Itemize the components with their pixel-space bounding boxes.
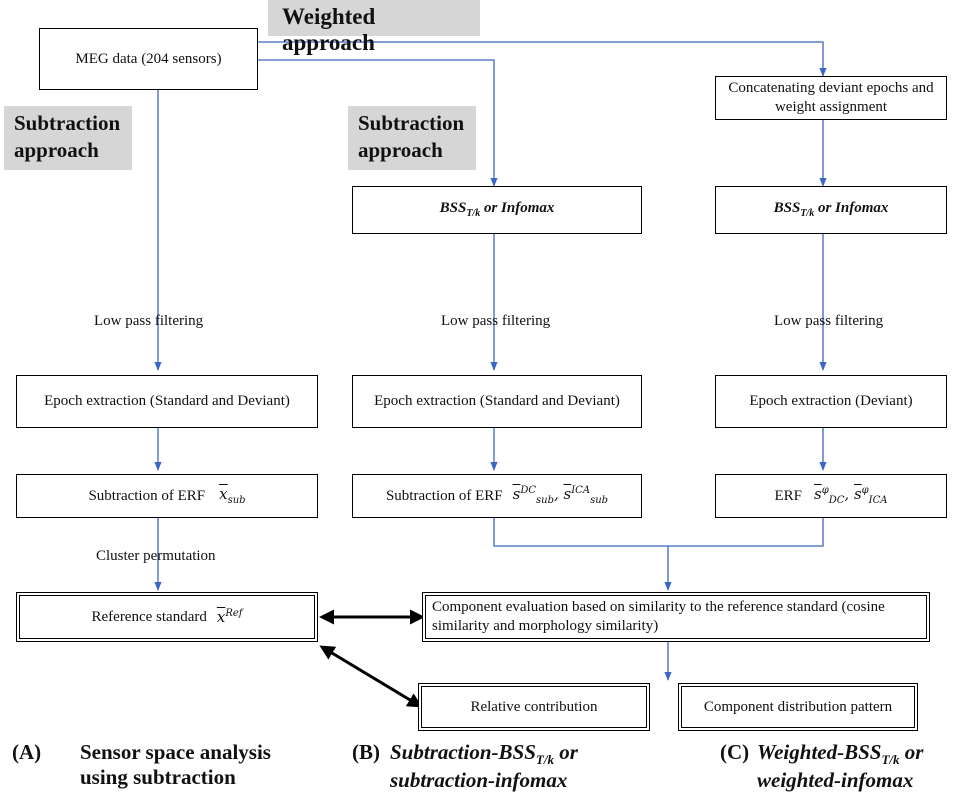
- meg-data-label: MEG data (204 sensors): [75, 50, 222, 67]
- caption-c: (C): [720, 740, 749, 765]
- caption-a-line2: using subtraction: [80, 765, 236, 790]
- cluster-permutation-label: Cluster permutation: [96, 548, 216, 564]
- caption-b-line2: subtraction-infomax: [390, 767, 568, 792]
- bss-right-box: BSST/k or Infomax: [715, 186, 947, 234]
- bss-mid-box: BSST/k or Infomax: [352, 186, 642, 234]
- epoch-extraction-b-box: Epoch extraction (Standard and Deviant): [352, 375, 642, 428]
- caption-b-text: Subtraction-BSST/k or subtraction-infoma…: [390, 740, 578, 793]
- caption-b: (B): [352, 740, 380, 765]
- concatenating-box: Concatenating deviant epochs and weight …: [715, 76, 947, 120]
- bss-mid-label: BSST/k or Infomax: [439, 200, 555, 220]
- epoch-extraction-c-box: Epoch extraction (Deviant): [715, 375, 947, 428]
- caption-a-line1: Sensor space analysis: [80, 740, 271, 764]
- reference-relative-double-arrow: [319, 645, 423, 708]
- relative-contribution-box: Relative contribution: [418, 683, 650, 731]
- lowpass-b-label: Low pass filtering: [441, 313, 551, 329]
- component-distribution-box: Component distribution pattern: [678, 683, 918, 731]
- caption-c-line1: Weighted-BSST/k or: [757, 740, 924, 768]
- reference-standard-label: Reference standard: [91, 608, 207, 625]
- caption-b-letter: (B): [352, 740, 380, 764]
- lowpass-a-label: Low pass filtering: [94, 313, 204, 329]
- caption-b-line1: Subtraction-BSST/k or: [390, 740, 578, 768]
- meg-data-box: MEG data (204 sensors): [39, 28, 258, 90]
- subtraction-erf-a-label: Subtraction of ERF: [88, 487, 206, 504]
- caption-a-letter: (A): [12, 740, 42, 764]
- meg-to-bss-mid-edge: [258, 59, 498, 187]
- epoch-extraction-b-label: Epoch extraction (Standard and Deviant): [374, 393, 620, 410]
- subtraction-approach-left-header: Subtraction approach: [4, 106, 132, 170]
- erf-c-box: ERF sφDC, sφICA: [715, 474, 947, 518]
- s-sub-symbols: sDCsub, sICAsub: [512, 484, 609, 506]
- caption-a: (A): [12, 740, 41, 765]
- subtraction-erf-a-box: Subtraction of ERF xsub: [16, 474, 318, 518]
- subtraction-erf-b-label: Subtraction of ERF: [385, 487, 503, 504]
- subtraction-approach-mid-header: Subtraction approach: [348, 106, 476, 170]
- caption-a-text: Sensor space analysis using subtraction: [80, 740, 271, 790]
- component-evaluation-box: Component evaluation based on similarity…: [422, 592, 930, 642]
- x-sub-symbol: xsub: [219, 484, 246, 506]
- subtraction-erf-b-box: Subtraction of ERF sDCsub, sICAsub: [352, 474, 642, 518]
- caption-c-letter: (C): [720, 740, 750, 764]
- component-distribution-label: Component distribution pattern: [703, 698, 893, 715]
- epoch-extraction-c-label: Epoch extraction (Deviant): [749, 393, 913, 410]
- meg-to-concat-edge: [258, 41, 827, 77]
- reference-standard-box: Reference standard xRef: [16, 592, 318, 642]
- epoch-extraction-a-box: Epoch extraction (Standard and Deviant): [16, 375, 318, 428]
- lowpass-c-label: Low pass filtering: [774, 313, 884, 329]
- concatenating-label: Concatenating deviant epochs and weight …: [728, 80, 934, 115]
- bss-right-label: BSST/k or Infomax: [773, 200, 889, 220]
- relative-contribution-label: Relative contribution: [470, 698, 598, 715]
- epoch-extraction-a-label: Epoch extraction (Standard and Deviant): [44, 393, 290, 410]
- s-phi-symbols: sφDC, sφICA: [814, 484, 888, 506]
- erf-c-label: ERF: [774, 487, 803, 504]
- caption-c-line2: weighted-infomax: [757, 767, 914, 792]
- caption-c-text: Weighted-BSST/k or weighted-infomax: [757, 740, 923, 793]
- weighted-approach-header: Weighted approach: [268, 0, 480, 55]
- x-ref-symbol: xRef: [216, 607, 243, 626]
- merge-to-evaluation-edge: [493, 518, 824, 590]
- component-evaluation-label: Component evaluation based on similarity…: [432, 599, 885, 634]
